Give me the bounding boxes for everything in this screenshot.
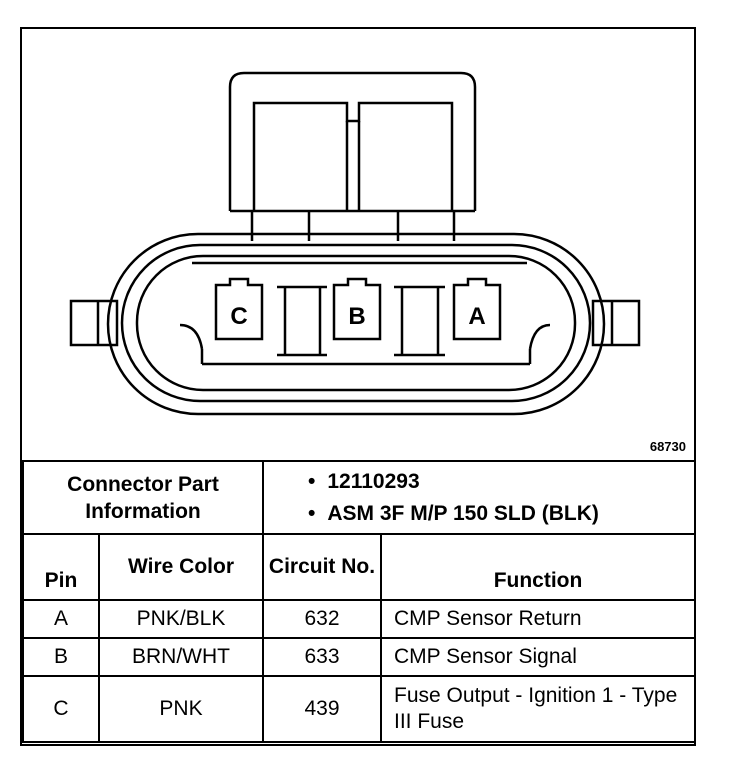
pin-label-a: A [468,303,485,330]
pin-label-c: C [230,303,247,330]
pin-column-header: Pin [22,533,100,601]
circuit-cell: 439 [262,675,383,743]
pin-cell: A [22,599,100,639]
pin-cavity-c [214,277,264,341]
connector-info-table: Connector Part Information 12110293 ASM … [21,460,697,743]
pin-cavity-b [332,277,382,341]
circuit-cell: 633 [262,637,383,677]
function-column-header: Function [380,533,697,601]
wire-color-cell: PNK [97,675,265,743]
pin-label-b: B [348,303,365,330]
pin-cell: C [22,675,100,743]
function-cell: CMP Sensor Return [380,599,697,639]
separator-1 [277,285,327,357]
wire-color-column-header: Wire Color [97,533,265,601]
connector-latch [228,71,477,211]
part-info-header: Connector Part Information [21,460,265,535]
pin-cavity-a [452,277,502,341]
table-row: C PNK 439 Fuse Output - Ignition 1 - Typ… [22,675,697,743]
connector-sheet: C B A 68730 Connector Part Information 1… [20,27,697,746]
separator-2 [394,285,445,357]
pin-cell: B [22,637,100,677]
function-cell: Fuse Output - Ignition 1 - Type III Fuse [380,675,697,743]
wire-color-cell: BRN/WHT [97,637,265,677]
part-info-row: Connector Part Information 12110293 ASM … [21,460,697,535]
table-header-row: Pin Wire Color Circuit No. Function [22,533,697,601]
part-info-values: 12110293 ASM 3F M/P 150 SLD (BLK) [262,460,697,535]
left-tab [69,299,119,347]
connector-body [106,232,606,416]
function-cell: CMP Sensor Signal [380,637,697,677]
circuit-cell: 632 [262,599,383,639]
part-description: ASM 3F M/P 150 SLD (BLK) [308,498,690,530]
figure-number: 68730 [649,439,686,454]
circuit-column-header: Circuit No. [262,533,383,601]
right-tab [591,299,641,347]
wire-color-cell: PNK/BLK [97,599,265,639]
table-row: A PNK/BLK 632 CMP Sensor Return [22,599,697,639]
part-number: 12110293 [308,466,690,498]
connector-drawing: C B A [69,71,641,416]
table-row: B BRN/WHT 633 CMP Sensor Signal [22,637,697,677]
